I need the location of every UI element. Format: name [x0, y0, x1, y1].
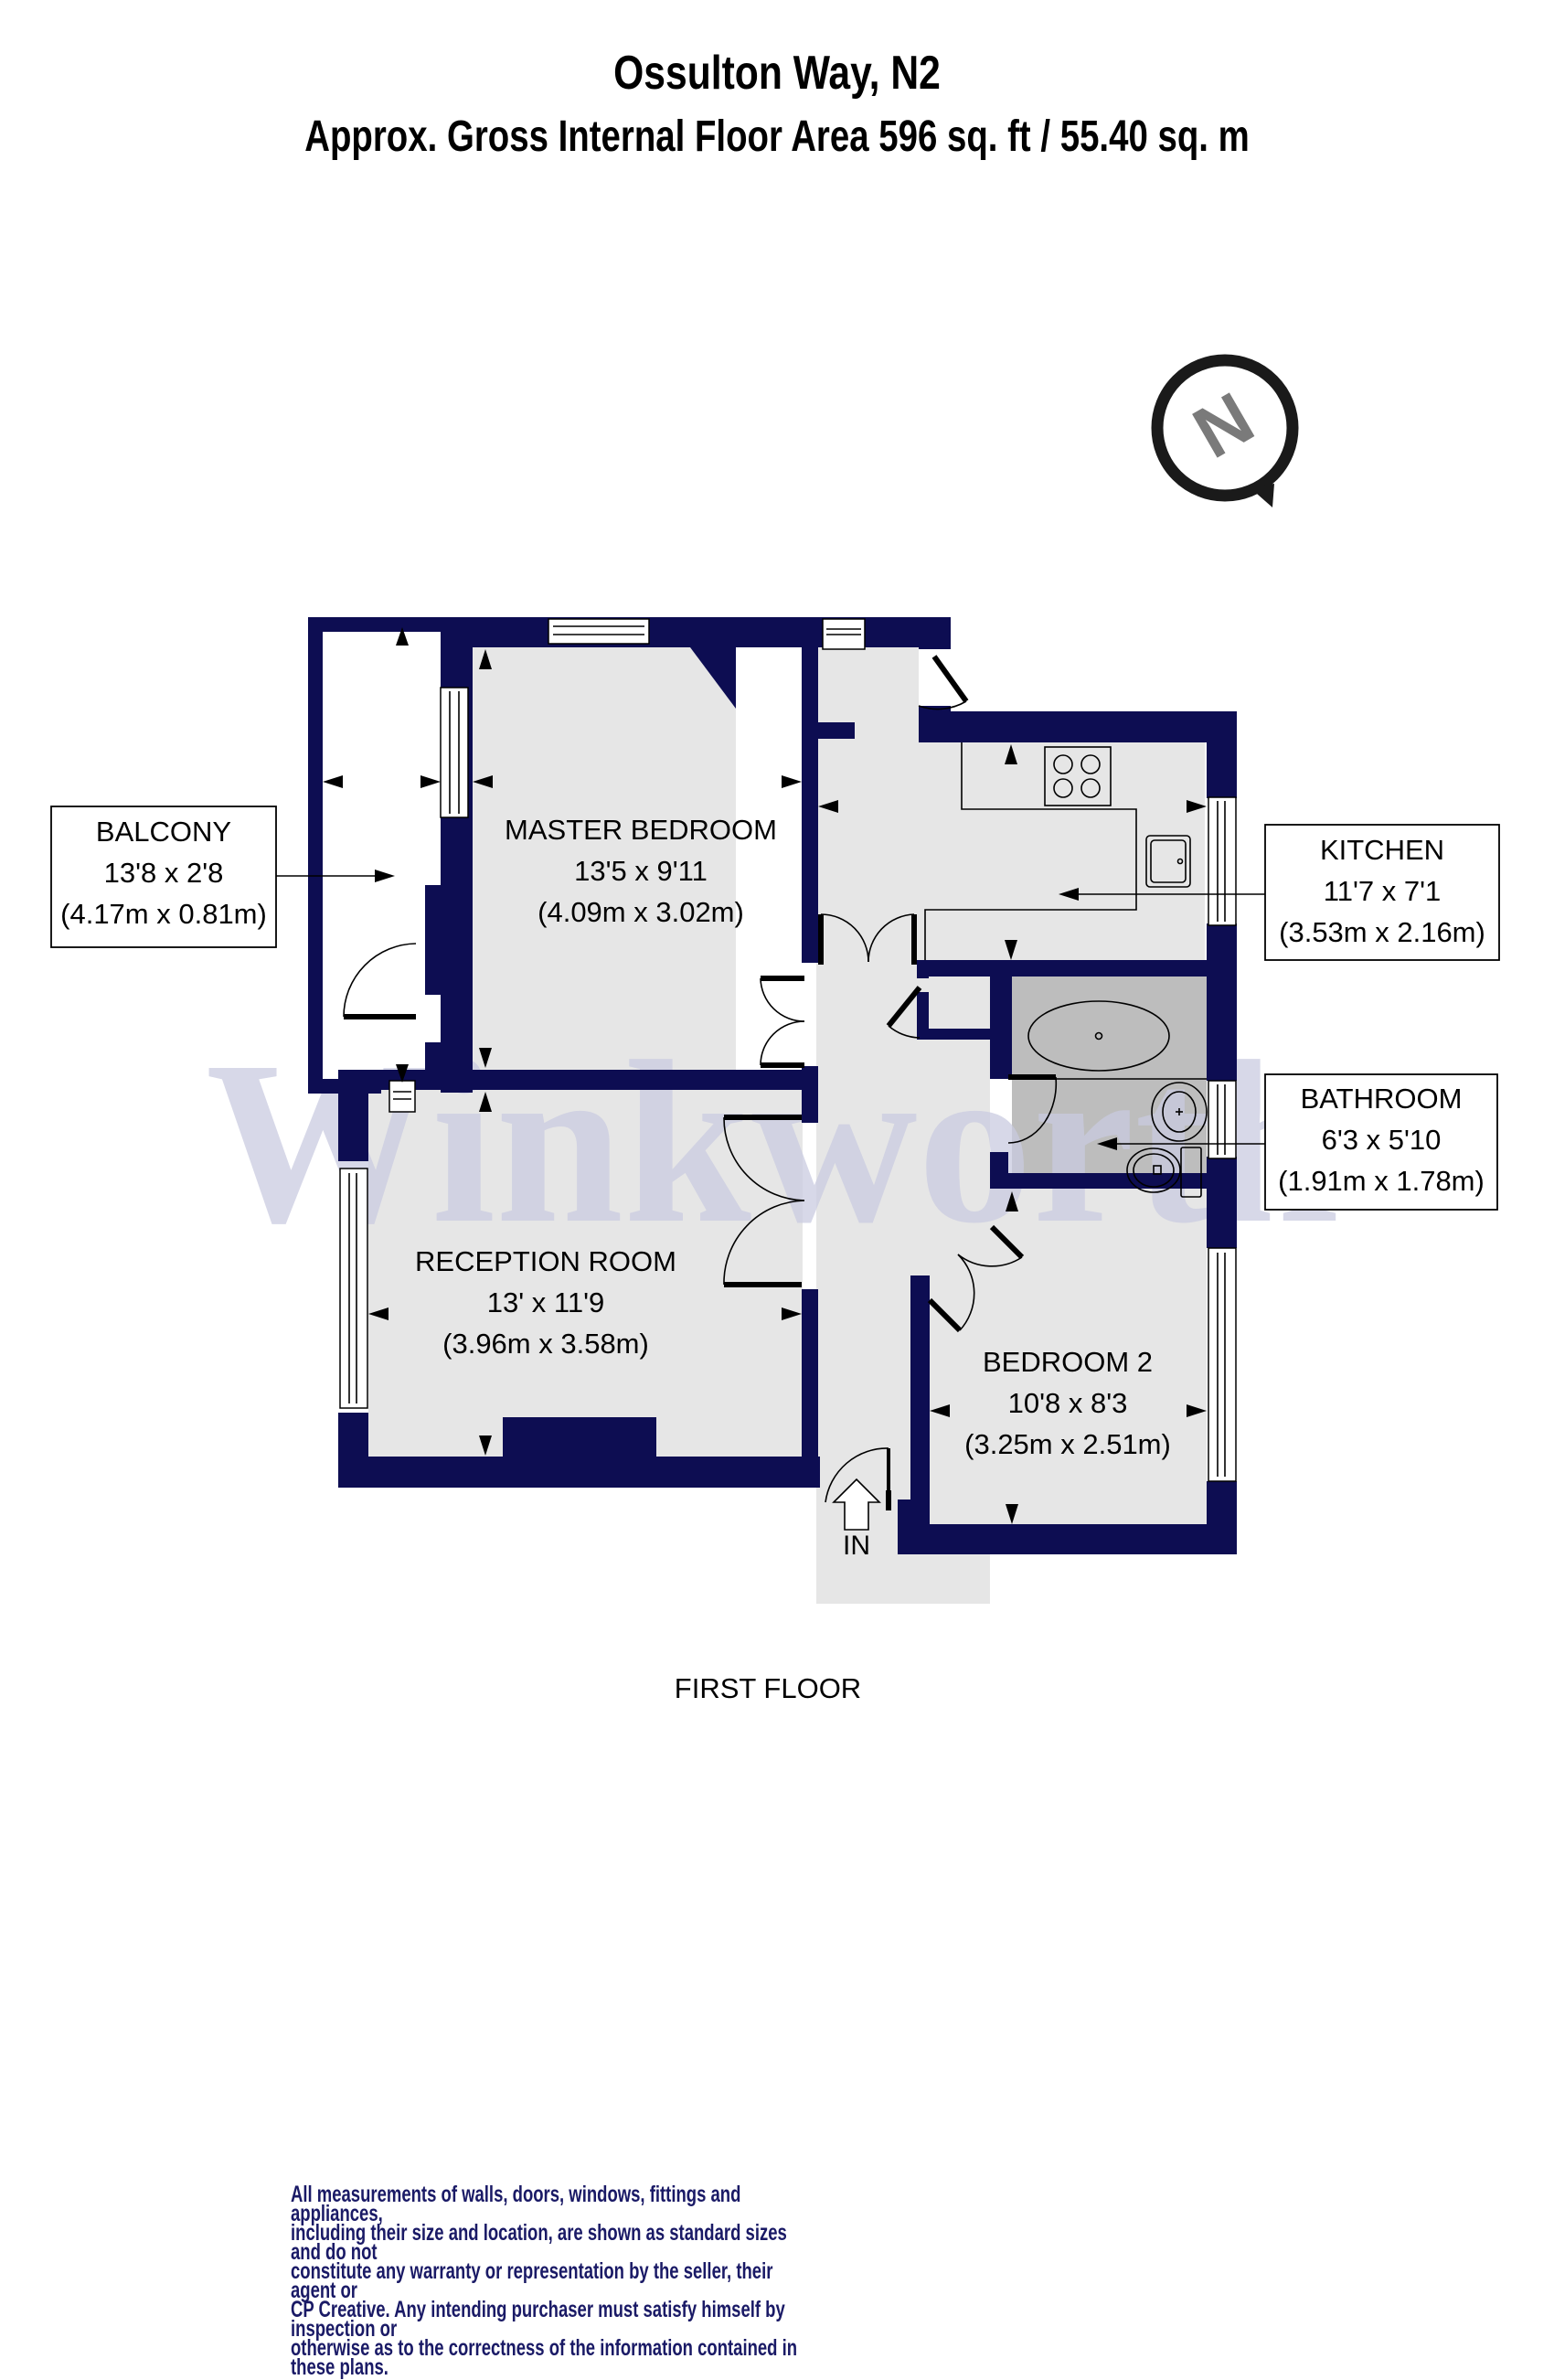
svg-text:(3.53m x 2.16m): (3.53m x 2.16m)	[1279, 916, 1485, 948]
entrance-label: IN	[843, 1531, 870, 1561]
callout-kitchen: KITCHEN 11'7 x 7'1 (3.53m x 2.16m)	[1059, 824, 1500, 961]
callout-balcony: BALCONY 13'8 x 2'8 (4.17m x 0.81m)	[50, 806, 395, 948]
svg-text:(3.96m x 3.58m): (3.96m x 3.58m)	[442, 1328, 649, 1360]
svg-text:BATHROOM: BATHROOM	[1301, 1083, 1463, 1115]
dimension-arrows	[323, 627, 1207, 1524]
svg-text:13' x 11'9: 13' x 11'9	[487, 1286, 604, 1318]
bathroom-fittings	[1007, 1000, 1208, 1198]
hob-icon	[1044, 746, 1112, 806]
svg-text:(4.17m x 0.81m): (4.17m x 0.81m)	[60, 898, 267, 930]
svg-text:N: N	[1180, 377, 1267, 474]
kitchen-fittings	[924, 742, 1191, 960]
windows	[339, 618, 1237, 1482]
svg-text:10'8 x 8'3: 10'8 x 8'3	[1008, 1387, 1128, 1419]
svg-text:(3.25m x 2.51m): (3.25m x 2.51m)	[964, 1428, 1171, 1460]
winkworth-watermark: Winkworth	[206, 1014, 1339, 1272]
toilet-icon	[1126, 1147, 1202, 1198]
walls	[308, 617, 1237, 1554]
svg-text:(1.91m x 1.78m): (1.91m x 1.78m)	[1278, 1165, 1485, 1197]
svg-text:11'7 x 7'1: 11'7 x 7'1	[1324, 875, 1441, 907]
svg-text:6'3 x 5'10: 6'3 x 5'10	[1322, 1124, 1442, 1156]
entrance-arrow-icon	[832, 1478, 881, 1531]
floor-level-label: FIRST FLOOR	[675, 1672, 861, 1704]
svg-text:BEDROOM 2: BEDROOM 2	[983, 1346, 1153, 1378]
svg-text:BALCONY: BALCONY	[96, 816, 231, 848]
disclaimer-text: All measurements of walls, doors, window…	[291, 2182, 798, 2380]
floor-plan: N Winkworth	[50, 354, 1500, 1704]
svg-text:13'8 x 2'8: 13'8 x 2'8	[104, 857, 224, 889]
svg-text:KITCHEN: KITCHEN	[1320, 834, 1444, 866]
property-address-title: Ossulton Way, N2	[613, 47, 941, 100]
svg-text:RECEPTION ROOM: RECEPTION ROOM	[415, 1245, 676, 1277]
north-compass-icon: N	[1151, 354, 1299, 507]
bathtub-icon	[1027, 1000, 1170, 1072]
room-label-bedroom2: BEDROOM 2 10'8 x 8'3 (3.25m x 2.51m)	[964, 1346, 1171, 1460]
floor-fills	[368, 647, 1207, 1604]
svg-text:MASTER BEDROOM: MASTER BEDROOM	[505, 814, 777, 846]
room-label-reception: RECEPTION ROOM 13' x 11'9 (3.96m x 3.58m…	[415, 1245, 676, 1360]
room-label-master-bedroom: MASTER BEDROOM 13'5 x 9'11 (4.09m x 3.02…	[505, 814, 777, 928]
sink-icon	[1145, 835, 1191, 888]
doors	[343, 655, 1025, 1510]
callout-bathroom: BATHROOM 6'3 x 5'10 (1.91m x 1.78m)	[1097, 1073, 1498, 1211]
floor-area-subtitle: Approx. Gross Internal Floor Area 596 sq…	[304, 112, 1250, 161]
svg-text:(4.09m x 3.02m): (4.09m x 3.02m)	[538, 896, 744, 928]
washbasin-icon	[1151, 1082, 1208, 1142]
svg-text:13'5 x 9'11: 13'5 x 9'11	[574, 855, 708, 887]
